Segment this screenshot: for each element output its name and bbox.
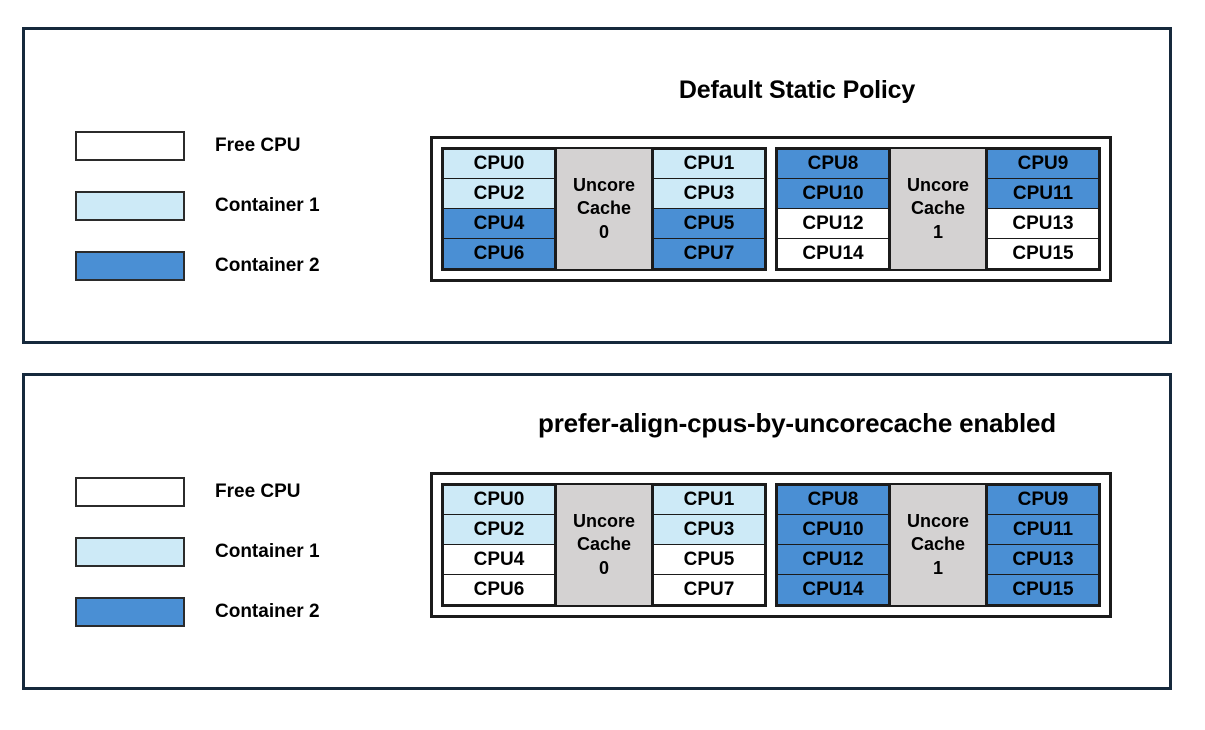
cpu-cell: CPU11 [987, 515, 1099, 545]
cpu-cell: CPU15 [987, 239, 1099, 269]
cpu-cell: CPU4 [443, 209, 555, 239]
uncore-cache-block: Uncore Cache 1 [889, 149, 987, 269]
uncore-cache-block: Uncore Cache 0 [555, 485, 653, 605]
cpu-cell: CPU9 [987, 149, 1099, 179]
legend-item-container-2: Container 2 [75, 597, 320, 627]
cpu-cell: CPU12 [777, 545, 889, 575]
legend-swatch-container-1 [75, 537, 185, 567]
cpu-column-left: CPU0 CPU2 CPU4 CPU6 [443, 149, 555, 269]
legend-label-container-1: Container 1 [215, 541, 320, 562]
cpu-cell: CPU10 [777, 515, 889, 545]
legend-label-free-cpu: Free CPU [215, 481, 301, 502]
uncore-cache-index: 1 [932, 221, 943, 242]
legend-label-free-cpu: Free CPU [215, 135, 301, 156]
legend-label-container-2: Container 2 [215, 601, 320, 622]
legend-label-container-1: Container 1 [215, 195, 320, 216]
cpu-column-right: CPU1 CPU3 CPU5 CPU7 [653, 485, 765, 605]
socket-uncore-cache-1: CPU8 CPU10 CPU12 CPU14 Uncore Cache 1 CP… [775, 483, 1101, 607]
cpu-cell: CPU5 [653, 209, 765, 239]
cpu-column-left: CPU8 CPU10 CPU12 CPU14 [777, 485, 889, 605]
legend-swatch-free-cpu [75, 477, 185, 507]
legend-label-container-2: Container 2 [215, 255, 320, 276]
legend-item-container-2: Container 2 [75, 251, 320, 281]
cpu-topology-diagram: CPU0 CPU2 CPU4 CPU6 Uncore Cache 0 CPU1 … [430, 136, 1112, 282]
legend-swatch-container-2 [75, 597, 185, 627]
uncore-cache-index: 1 [932, 557, 943, 578]
legend-item-free-cpu: Free CPU [75, 131, 320, 161]
cpu-cell: CPU2 [443, 515, 555, 545]
legend-swatch-free-cpu [75, 131, 185, 161]
cpu-cell: CPU14 [777, 575, 889, 605]
uncore-cache-label-line: Cache [576, 198, 632, 219]
cpu-cell: CPU14 [777, 239, 889, 269]
cpu-cell: CPU3 [653, 179, 765, 209]
cpu-cell: CPU6 [443, 575, 555, 605]
socket-uncore-cache-0: CPU0 CPU2 CPU4 CPU6 Uncore Cache 0 CPU1 … [441, 483, 767, 607]
uncore-cache-block: Uncore Cache 1 [889, 485, 987, 605]
cpu-column-right: CPU1 CPU3 CPU5 CPU7 [653, 149, 765, 269]
cpu-cell: CPU7 [653, 575, 765, 605]
legend-item-container-1: Container 1 [75, 537, 320, 567]
cpu-cell: CPU3 [653, 515, 765, 545]
cpu-cell: CPU12 [777, 209, 889, 239]
uncore-cache-label-line: Cache [910, 534, 966, 555]
legend-item-container-1: Container 1 [75, 191, 320, 221]
cpu-cell: CPU9 [987, 485, 1099, 515]
uncore-cache-block: Uncore Cache 0 [555, 149, 653, 269]
socket-uncore-cache-0: CPU0 CPU2 CPU4 CPU6 Uncore Cache 0 CPU1 … [441, 147, 767, 271]
cpu-cell: CPU1 [653, 149, 765, 179]
cpu-cell: CPU7 [653, 239, 765, 269]
cpu-column-left: CPU8 CPU10 CPU12 CPU14 [777, 149, 889, 269]
cpu-cell: CPU1 [653, 485, 765, 515]
cpu-cell: CPU13 [987, 209, 1099, 239]
legend-swatch-container-2 [75, 251, 185, 281]
cpu-cell: CPU0 [443, 149, 555, 179]
cpu-cell: CPU4 [443, 545, 555, 575]
cpu-cell: CPU6 [443, 239, 555, 269]
page-title: prefer-align-cpus-by-uncorecache enabled [538, 408, 1056, 438]
cpu-column-right: CPU9 CPU11 CPU13 CPU15 [987, 149, 1099, 269]
uncore-cache-index: 0 [598, 221, 609, 242]
uncore-cache-label-line: Uncore [572, 175, 635, 196]
uncore-cache-label-line: Cache [576, 534, 632, 555]
uncore-cache-label-line: Uncore [572, 511, 635, 532]
cpu-column-right: CPU9 CPU11 CPU13 CPU15 [987, 485, 1099, 605]
uncore-cache-label-line: Uncore [906, 511, 969, 532]
legend: Free CPU Container 1 Container 2 [75, 477, 320, 627]
cpu-cell: CPU10 [777, 179, 889, 209]
cpu-cell: CPU15 [987, 575, 1099, 605]
cpu-cell: CPU13 [987, 545, 1099, 575]
cpu-cell: CPU5 [653, 545, 765, 575]
cpu-topology-diagram: CPU0 CPU2 CPU4 CPU6 Uncore Cache 0 CPU1 … [430, 472, 1112, 618]
cpu-cell: CPU11 [987, 179, 1099, 209]
cpu-cell: CPU8 [777, 149, 889, 179]
cpu-cell: CPU8 [777, 485, 889, 515]
socket-uncore-cache-1: CPU8 CPU10 CPU12 CPU14 Uncore Cache 1 CP… [775, 147, 1101, 271]
panel-prefer-align-cpus-by-uncorecache: prefer-align-cpus-by-uncorecache enabled… [22, 373, 1172, 690]
legend: Free CPU Container 1 Container 2 [75, 131, 320, 281]
cpu-column-left: CPU0 CPU2 CPU4 CPU6 [443, 485, 555, 605]
cpu-cell: CPU0 [443, 485, 555, 515]
page-title: Default Static Policy [678, 76, 916, 104]
uncore-cache-label-line: Uncore [906, 175, 969, 196]
legend-swatch-container-1 [75, 191, 185, 221]
panel-default-static-policy: Default Static Policy Free CPU Container… [22, 27, 1172, 344]
legend-item-free-cpu: Free CPU [75, 477, 320, 507]
uncore-cache-index: 0 [598, 557, 609, 578]
cpu-cell: CPU2 [443, 179, 555, 209]
uncore-cache-label-line: Cache [910, 198, 966, 219]
